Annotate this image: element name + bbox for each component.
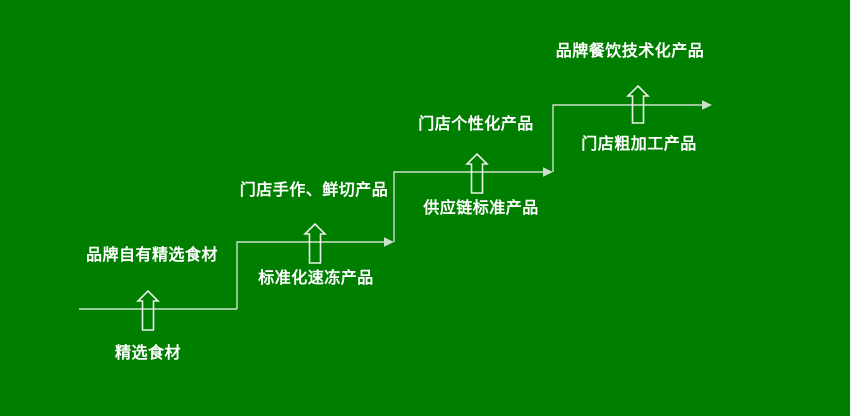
- step-3-above-label: 门店个性化产品: [418, 116, 534, 133]
- step-2-below-label: 标准化速冻产品: [258, 270, 374, 287]
- step-2-up-arrow-icon: [303, 222, 327, 264]
- step-2-elbow-connector: [236, 241, 386, 309]
- step-4-elbow-connector: [552, 104, 703, 172]
- step-2-right-arrowhead-icon: [384, 237, 394, 247]
- step-3-below-label: 供应链标准产品: [423, 200, 539, 217]
- step-3-up-arrow-icon: [465, 152, 489, 194]
- step-4-above-label: 品牌餐饮技术化产品: [555, 43, 705, 60]
- step-4-right-arrowhead-icon: [702, 100, 712, 110]
- step-3-right-arrowhead-icon: [543, 167, 553, 177]
- step-1-up-arrow-icon: [136, 289, 160, 331]
- step-1-above-label: 品牌自有精选食材: [85, 247, 219, 264]
- step-3-elbow-connector: [393, 171, 545, 242]
- step-4-below-label: 门店粗加工产品: [581, 136, 697, 153]
- step-2-above-label: 门店手作、鲜切产品: [239, 182, 389, 199]
- step-1-below-label: 精选食材: [114, 345, 182, 362]
- step-4-up-arrow-icon: [626, 84, 650, 124]
